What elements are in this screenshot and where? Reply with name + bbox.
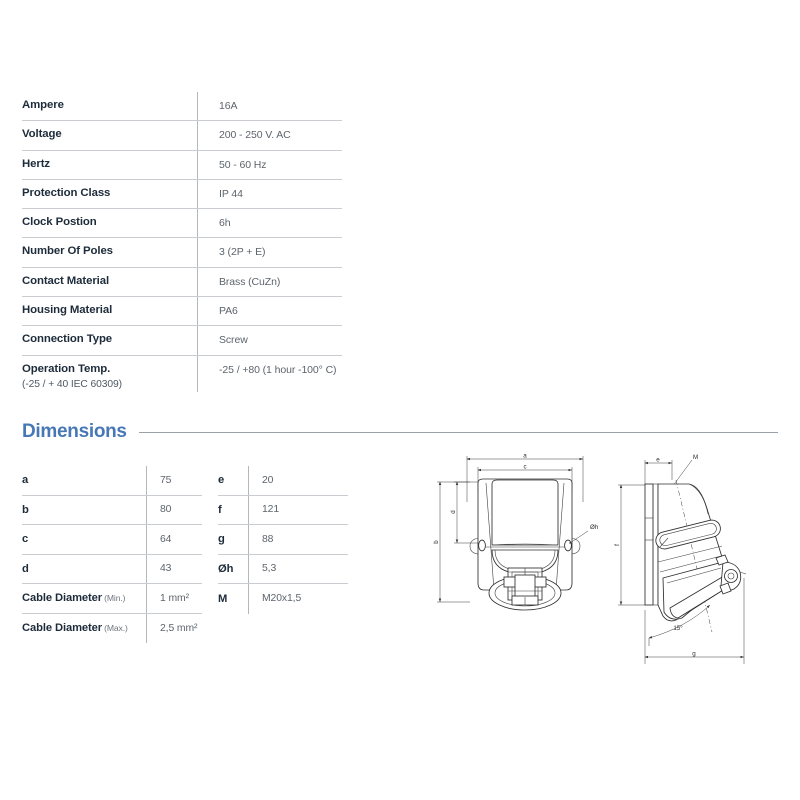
- dim-key: a: [22, 474, 29, 487]
- table-row: Operation Temp. (-25 / + 40 IEC 60309) -…: [22, 356, 342, 396]
- table-row: f 121: [218, 496, 348, 525]
- table-row: g 88: [218, 525, 348, 555]
- table-row: Number Of Poles 3 (2P + E): [22, 238, 342, 268]
- table-row: Cable Diameter(Max.) 2,5 mm²: [22, 614, 202, 644]
- spec-label: Connection Type: [22, 333, 113, 346]
- table-row: Cable Diameter(Min.) 1 mm²: [22, 584, 202, 614]
- spec-value: 16A: [219, 100, 238, 112]
- dim-qualifier: (Max.): [104, 623, 128, 634]
- table-row: Protection Class IP 44: [22, 180, 342, 210]
- dimensions-table-left: a 75 b 80 c 64 d 43 Cable Diameter(Min.)…: [22, 466, 202, 643]
- technical-drawings: a c b d: [420, 450, 800, 710]
- heading-rule: [138, 431, 778, 433]
- spec-value: 50 - 60 Hz: [219, 158, 267, 171]
- dim-key: Øh: [218, 562, 234, 575]
- table-row: Hertz 50 - 60 Hz: [22, 151, 342, 180]
- dim-key: d: [22, 562, 29, 575]
- front-view-label-b: b: [433, 540, 440, 544]
- dim-qualifier: (Min.): [104, 593, 126, 604]
- table-row: d 43: [22, 555, 202, 584]
- front-view-label-hole: Øh: [590, 524, 599, 531]
- front-view-label-d: d: [450, 510, 457, 514]
- spec-label: Contact Material: [22, 274, 110, 287]
- side-view-drawing: e M f: [614, 454, 747, 664]
- spec-label: Clock Postion: [22, 216, 97, 229]
- dim-value: 2,5 mm²: [160, 622, 198, 634]
- table-row: Øh 5,3: [218, 555, 348, 584]
- dim-key: b: [22, 503, 29, 516]
- spec-table-column-divider: [197, 92, 198, 392]
- table-row: Clock Postion 6h: [22, 209, 342, 239]
- dim-key: M: [218, 592, 228, 605]
- side-view-label-M: M: [693, 454, 698, 461]
- spec-value: 200 - 250 V. AC: [219, 129, 291, 142]
- dim-table-left-divider: [146, 466, 147, 643]
- dim-value: 75: [160, 474, 172, 486]
- side-view-label-f: f: [614, 544, 621, 546]
- side-view-label-g: g: [692, 651, 696, 658]
- specification-table: Ampere 16A Voltage 200 - 250 V. AC Hertz…: [22, 92, 342, 396]
- table-row: b 80: [22, 496, 202, 525]
- table-row: M M20x1,5: [218, 584, 348, 614]
- spec-label: Ampere: [22, 99, 64, 111]
- spec-label: Operation Temp. (-25 / + 40 IEC 60309): [22, 356, 197, 395]
- spec-value: Brass (CuZn): [219, 275, 281, 288]
- spec-value: IP 44: [219, 187, 243, 200]
- dim-value: 43: [160, 563, 172, 575]
- spec-label: Hertz: [22, 157, 50, 170]
- side-view-label-angle: 15°: [673, 625, 683, 632]
- spec-label-subtext: (-25 / + 40 IEC 60309): [22, 378, 122, 390]
- spec-value: 6h: [219, 217, 231, 230]
- table-row: Ampere 16A: [22, 92, 342, 122]
- front-view-drawing: a c b d: [433, 453, 599, 611]
- dim-key: e: [218, 474, 225, 487]
- spec-label: Voltage: [22, 128, 62, 141]
- side-view-label-e: e: [656, 457, 660, 464]
- dim-table-right-divider: [248, 466, 249, 614]
- dim-key: f: [218, 503, 222, 516]
- dim-key: c: [22, 533, 29, 546]
- table-row: c 64: [22, 525, 202, 555]
- page-title: Dimensions: [22, 421, 127, 442]
- dim-value: M20x1,5: [262, 593, 302, 605]
- front-view-label-a: a: [523, 453, 527, 460]
- spec-value: -25 / +80 (1 hour -100° C): [219, 363, 337, 376]
- dimensions-section-header: Dimensions: [22, 421, 778, 443]
- dim-value: 64: [160, 533, 172, 545]
- table-row: Voltage 200 - 250 V. AC: [22, 121, 342, 151]
- dim-key: Cable Diameter(Min.): [22, 592, 126, 605]
- spec-label: Housing Material: [22, 304, 113, 317]
- spec-label: Number Of Poles: [22, 245, 113, 258]
- dimensions-table-right: e 20 f 121 g 88 Øh 5,3 M M20x1,5: [218, 466, 348, 614]
- dim-value: 1 mm²: [160, 592, 189, 604]
- spec-value: PA6: [219, 305, 238, 318]
- spec-label: Protection Class: [22, 186, 111, 199]
- drawings-svg: a c b d: [433, 453, 747, 664]
- dim-value: 5,3: [262, 563, 277, 575]
- table-row: e 20: [218, 466, 348, 496]
- dim-value: 20: [262, 474, 274, 486]
- dim-value: 80: [160, 504, 172, 516]
- table-row: Contact Material Brass (CuZn): [22, 268, 342, 298]
- spec-value: Screw: [219, 334, 248, 347]
- dim-key: Cable Diameter(Max.): [22, 622, 128, 635]
- table-row: a 75: [22, 466, 202, 496]
- dim-value: 121: [262, 504, 280, 516]
- spec-value: 3 (2P + E): [219, 246, 266, 259]
- dim-key: g: [218, 533, 225, 546]
- table-row: Connection Type Screw: [22, 326, 342, 356]
- front-view-label-c: c: [523, 464, 526, 471]
- dim-value: 88: [262, 533, 274, 545]
- table-row: Housing Material PA6: [22, 297, 342, 327]
